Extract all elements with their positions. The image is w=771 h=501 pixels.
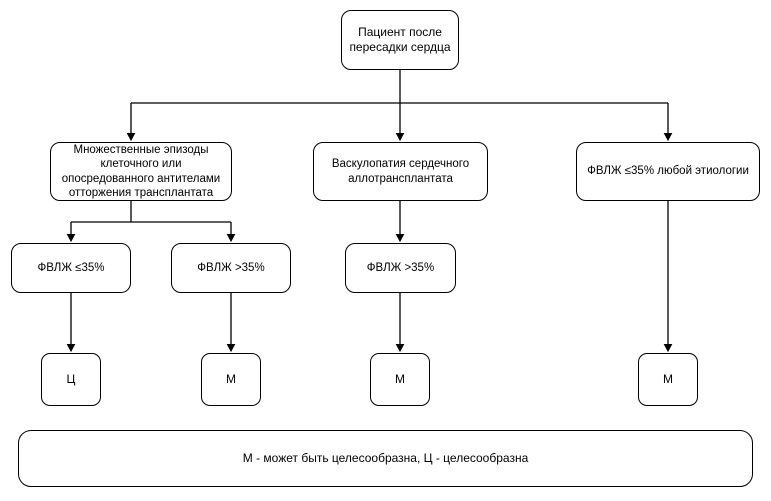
edge-root-to-bus [131,70,668,104]
node-result-1[interactable]: Ц [41,353,101,406]
node-result-3[interactable]: М [370,353,430,406]
node-label: Васкулопатия сердечного аллотрансплантат… [331,158,470,185]
node-label: ФВЛЖ ≤35% любой этиологии [587,165,749,178]
node-label: ФВЛЖ >35% [366,261,435,274]
node-lvef-gt-35-left[interactable]: ФВЛЖ >35% [171,243,291,293]
node-lvef-le-35-left[interactable]: ФВЛЖ ≤35% [11,243,131,293]
node-label: ФВЛЖ ≤35% [37,261,105,274]
node-lvef-gt-35-middle[interactable]: ФВЛЖ >35% [345,243,456,293]
node-rejection-episodes[interactable]: Множественные эпизоды клеточного или опо… [50,142,232,201]
node-cardiac-allograft-vasculopathy[interactable]: Васкулопатия сердечного аллотрансплантат… [313,142,488,201]
node-result-4[interactable]: М [638,353,698,406]
node-label: М [663,372,673,386]
node-label: Пациент после пересадки сердца [349,25,451,54]
node-result-2[interactable]: М [201,353,261,406]
node-lvef-any-etiology[interactable]: ФВЛЖ ≤35% любой этиологии [576,142,760,201]
node-label: М [226,372,236,386]
node-label: Множественные эпизоды клеточного или опо… [61,143,221,199]
edge-branch1-split [66,201,236,243]
legend-label: М - может быть целесообразна, Ц - целесо… [242,451,529,465]
node-label: М [395,372,405,386]
node-label: Ц [66,372,76,386]
node-legend-note: М - может быть целесообразна, Ц - целесо… [18,430,753,487]
node-label: ФВЛЖ >35% [197,261,265,274]
node-patient-after-heart-transplant[interactable]: Пациент после пересадки сердца [341,10,459,70]
